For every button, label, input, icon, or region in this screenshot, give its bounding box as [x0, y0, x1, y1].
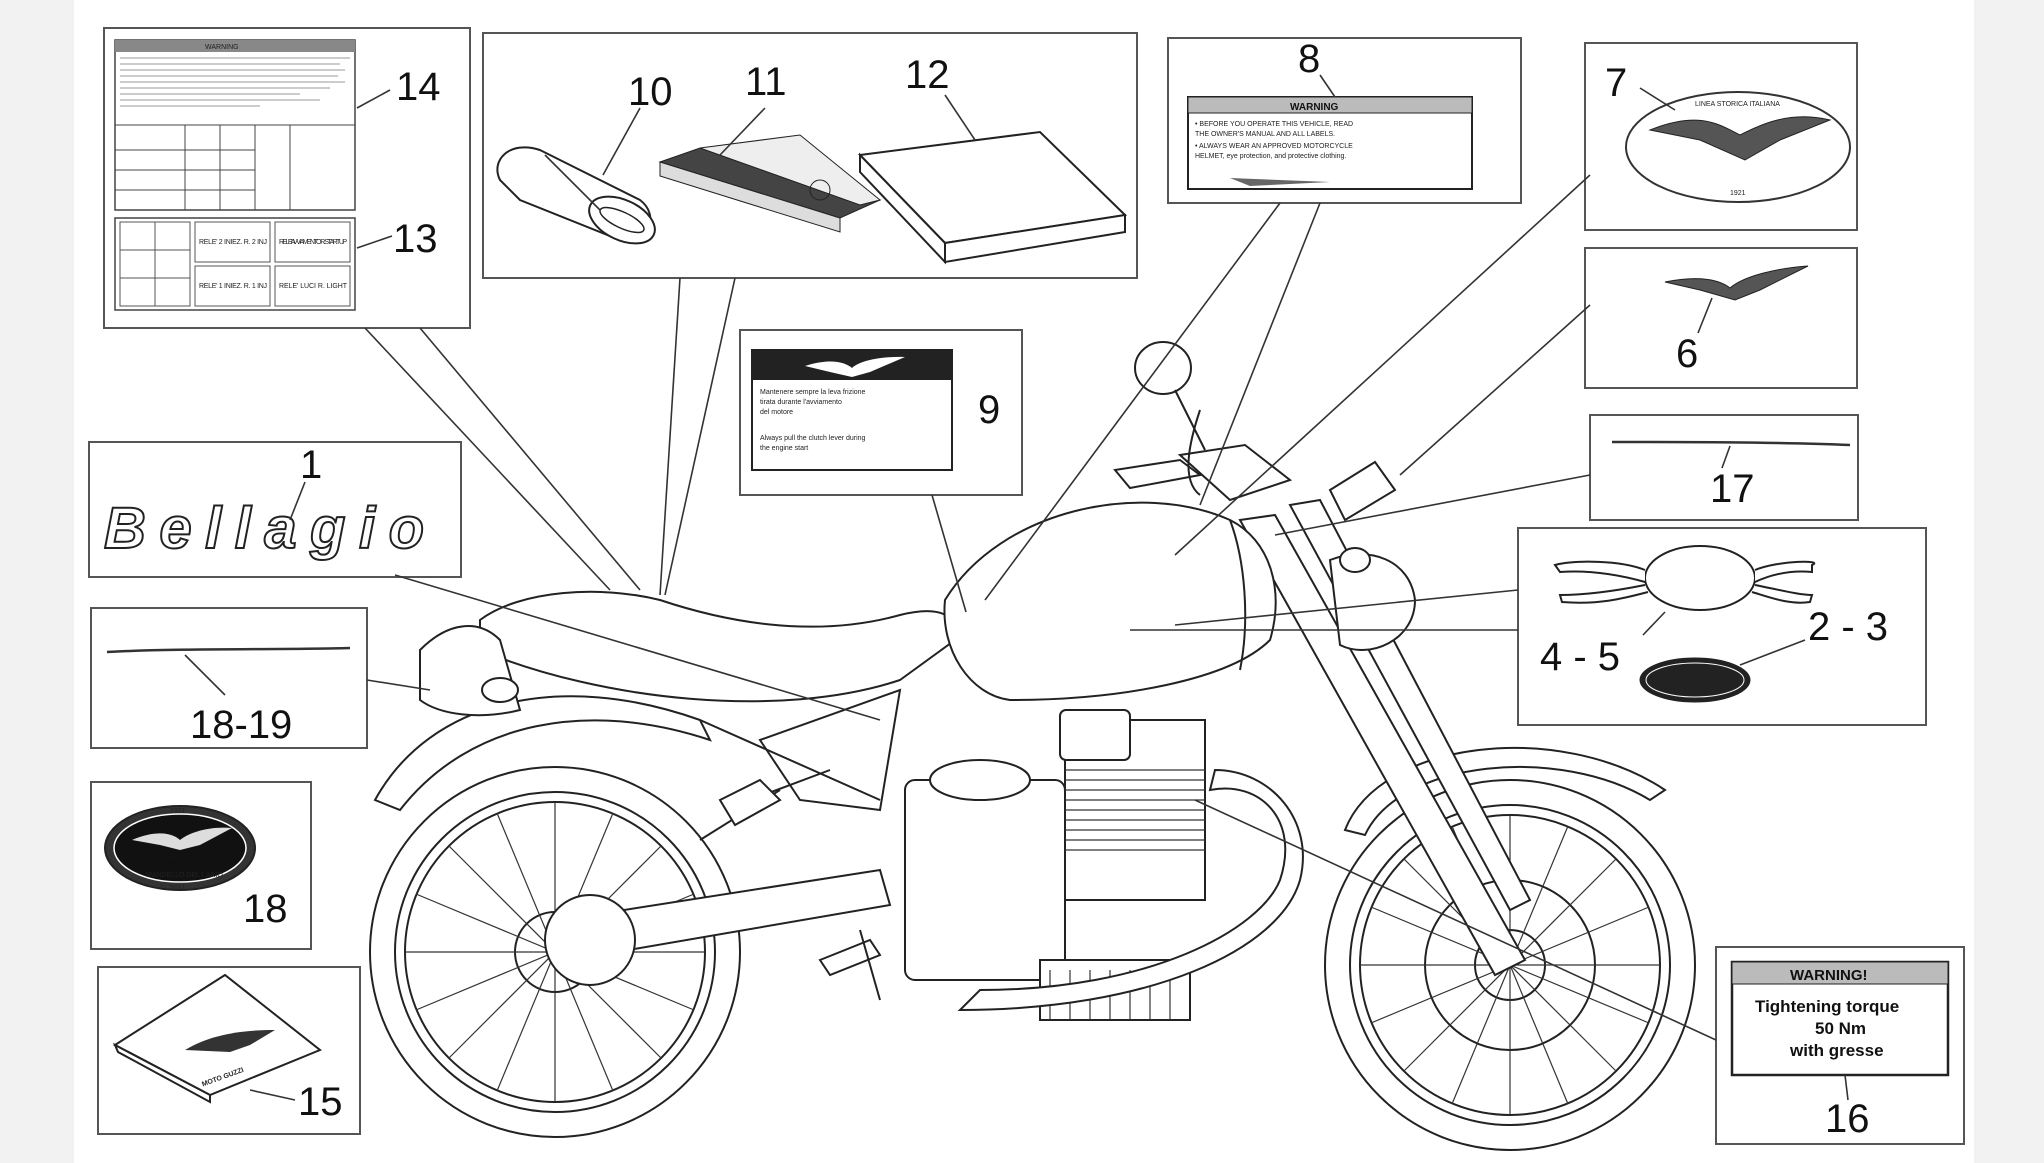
instrument	[1328, 460, 1397, 522]
label9-it-2: tirata durante l'avviamento	[760, 399, 842, 406]
label13-cell-3: RELE' 1 INIEZ. R. 1 INJ	[199, 283, 267, 290]
part-number-11: 11	[745, 60, 787, 104]
label16-line-2: 50 Nm	[1815, 1019, 1866, 1038]
warning8-title: WARNING	[1290, 102, 1339, 113]
badge18-main: 90 ANNI GUZZI	[142, 858, 213, 869]
warning8-line-4: HELMET, eye protection, and protective c…	[1195, 153, 1346, 160]
warning8-line-2: THE OWNER'S MANUAL AND ALL LABELS.	[1195, 131, 1335, 138]
warning8-line-3: • ALWAYS WEAR AN APPROVED MOTORCYCLE	[1195, 143, 1353, 150]
callout-box-18: 1921 90 ANNI GUZZI MANDELLO DEL LARIO 20…	[90, 781, 312, 950]
tool-pouch-10	[496, 146, 656, 245]
owner-manual-11	[658, 134, 882, 233]
badge18-top: 1921	[170, 808, 186, 815]
callout-box-18-19: 18-19	[90, 607, 368, 749]
badge18-year: 2011	[170, 885, 185, 892]
clutch-label-9: Mantenere sempre la leva frizione tirata…	[751, 349, 953, 471]
part-number-13: 13	[393, 217, 438, 261]
eagle-emblem-6	[1664, 265, 1809, 301]
stripe-decal-18-19	[106, 646, 351, 654]
label9-en-2: the engine start	[760, 445, 808, 452]
side-panel	[758, 688, 902, 812]
binder-12	[857, 130, 1128, 265]
part-number-10: 10	[628, 70, 673, 114]
label13-cell-1: RELE' 2 INIEZ. R. 2 INJ	[199, 239, 267, 246]
headlight	[1328, 547, 1417, 651]
part-number-7: 7	[1605, 61, 1627, 105]
callout-box-17: 17	[1589, 414, 1859, 521]
fuse-label-13: RELE' 2 INIEZ. R. 2 INJ RELE' AVVIAMENTO…	[114, 217, 356, 311]
mirror	[1134, 341, 1206, 451]
callout-box-15: MOTO GUZZI 15	[97, 966, 361, 1135]
part-number-8: 8	[1298, 37, 1320, 81]
callout-box-10-11-12: 10 11 12	[482, 32, 1138, 279]
label16-title: WARNING!	[1790, 967, 1868, 984]
warning-label-14: WARNING	[114, 39, 356, 211]
heritage-badge-7: LINEA STORICA ITALIANA 1921	[1625, 91, 1851, 203]
badge18-sub: MANDELLO DEL LARIO	[146, 872, 223, 879]
badge7-top-text: LINEA STORICA ITALIANA	[1695, 101, 1780, 108]
torque-warning-label-16: WARNING! Tightening torque 50 Nm with gr…	[1730, 960, 1950, 1077]
label13-cell-4: RELE' LUCI R. LIGHT	[279, 283, 348, 290]
part-number-6: 6	[1676, 332, 1698, 376]
motorcycle-illustration	[369, 341, 1696, 1151]
label9-en-1: Always pull the clutch lever during	[760, 435, 866, 442]
stripe-decal-17	[1611, 440, 1851, 447]
moto-guzzi-badge-2-3: MOTO GUZZI	[1639, 657, 1751, 703]
part-number-14: 14	[396, 65, 441, 109]
label9-it-3: del motore	[760, 409, 793, 416]
warning-label-8: WARNING • BEFORE YOU OPERATE THIS VEHICL…	[1187, 96, 1473, 190]
anniversary-badge-18: 1921 90 ANNI GUZZI MANDELLO DEL LARIO 20…	[104, 805, 256, 892]
part-number-15: 15	[298, 1080, 343, 1124]
label13-cell-2: RELE' AVVIAMENTO R. START UP	[279, 239, 347, 246]
callout-box-7: LINEA STORICA ITALIANA 1921 7	[1584, 42, 1858, 231]
part-number-4-5: 4 - 5	[1540, 635, 1620, 679]
part-number-17: 17	[1710, 467, 1755, 511]
part-number-16: 16	[1825, 1097, 1870, 1141]
label16-line-1: Tightening torque	[1755, 997, 1899, 1016]
part-number-12: 12	[905, 53, 950, 97]
callout-box-2-3-4-5: MOTO GUZZI 4 - 5 2 - 3	[1517, 527, 1927, 726]
warning8-line-1: • BEFORE YOU OPERATE THIS VEHICLE, READ	[1195, 121, 1353, 128]
callout-box-1: Bellagio 1	[88, 441, 462, 578]
tank-emblem-4-5	[1553, 545, 1816, 611]
callout-box-6: 6	[1584, 247, 1858, 389]
callout-box-13-14: WARNING	[103, 27, 471, 329]
rear-fender	[373, 695, 712, 812]
callout-box-16: WARNING! Tightening torque 50 Nm with gr…	[1715, 946, 1965, 1145]
cover-15: MOTO GUZZI	[112, 973, 322, 1104]
label16-line-3: with gresse	[1789, 1041, 1884, 1060]
leader-lines	[364, 174, 1717, 1041]
callout-box-8: WARNING • BEFORE YOU OPERATE THIS VEHICL…	[1167, 37, 1522, 204]
label9-it-1: Mantenere sempre la leva frizione	[760, 389, 866, 396]
part-number-2-3: 2 - 3	[1808, 605, 1888, 649]
handlebar	[1113, 409, 1293, 502]
callout-box-9: Mantenere sempre la leva frizione tirata…	[739, 329, 1023, 496]
part-number-18: 18	[243, 887, 288, 931]
part-number-9: 9	[978, 388, 1000, 432]
rear-shock	[718, 778, 782, 827]
seat	[479, 590, 957, 703]
part-number-1: 1	[300, 443, 322, 487]
label14-title: WARNING	[205, 44, 239, 51]
part-number-18-19: 18-19	[190, 703, 292, 747]
badge7-bottom-text: 1921	[1730, 190, 1746, 197]
fuel-tank	[943, 501, 1277, 702]
exhaust	[957, 768, 1304, 1012]
badge23-text: MOTO GUZZI	[1665, 678, 1709, 685]
